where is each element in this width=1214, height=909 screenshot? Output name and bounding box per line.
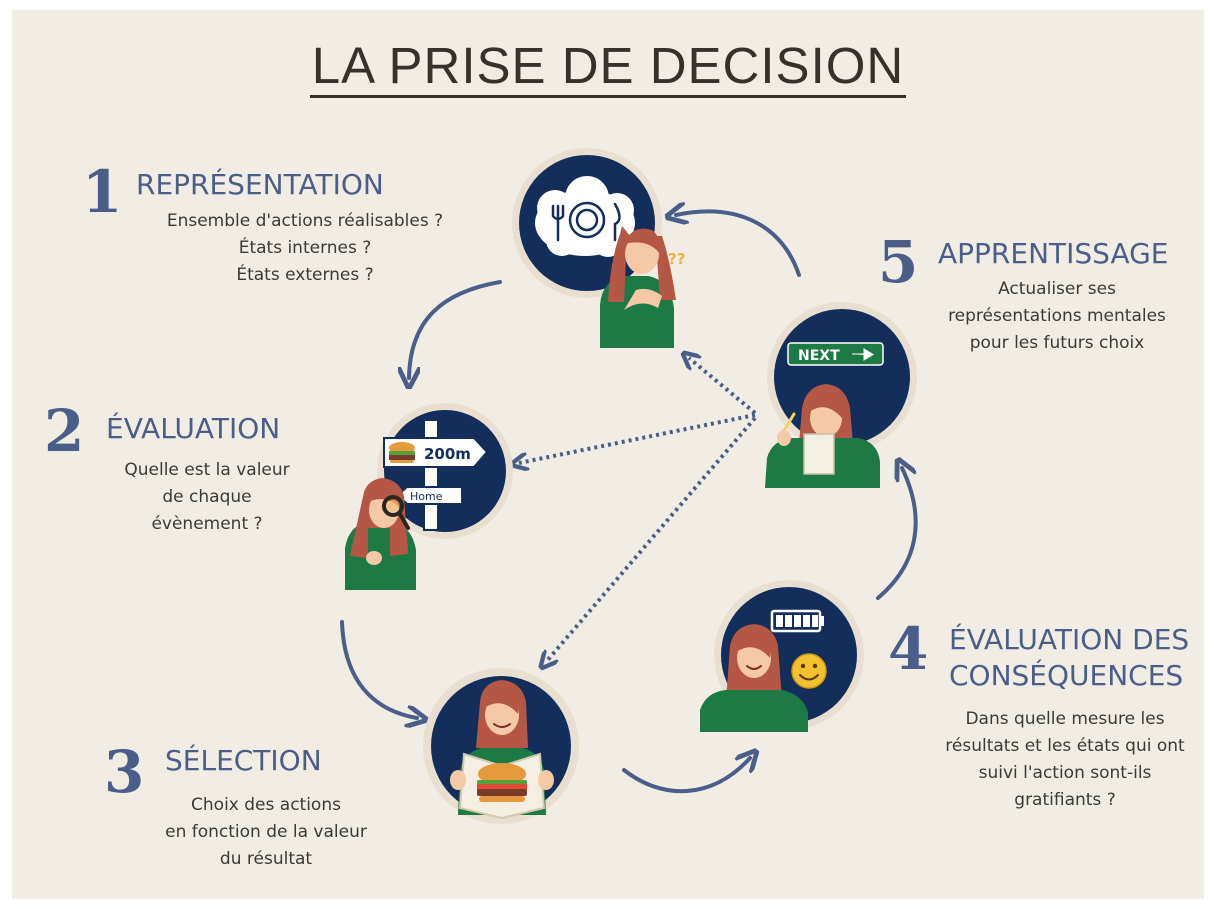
page-title: LA PRISE DE DECISION	[12, 36, 1204, 98]
magnifying-girl-icon	[345, 478, 416, 590]
feedback-arrow-to-2	[519, 413, 756, 463]
step-3-heading: SÉLECTION	[165, 744, 322, 777]
feedback-arrow-to-1	[689, 358, 757, 415]
cycle-arrows	[340, 211, 918, 794]
step-5-line: pour les futurs choix	[969, 333, 1145, 353]
step-4-line: suivi l'action sont-ils	[978, 763, 1152, 783]
step-4-description: Dans quelle mesure les résultats et les …	[934, 706, 1196, 814]
step-4-heading-line: ÉVALUATION DES	[949, 623, 1190, 656]
signpost-home-label: Home	[410, 490, 443, 503]
step-4-line: résultats et les états qui ont	[945, 736, 1185, 756]
step-4-heading-line: CONSÉQUENCES	[949, 659, 1184, 692]
thought-cloud-icon	[535, 176, 635, 257]
selection-illustration	[423, 668, 579, 824]
infographic-poster: LA PRISE DE DECISION 1 REPRÉSENTATION En…	[12, 10, 1204, 899]
step-1-line: Ensemble d'actions réalisables ?	[166, 211, 444, 231]
consequences-illustration	[700, 580, 864, 732]
burger-icon	[477, 763, 527, 802]
step-5-number: 5	[878, 228, 919, 296]
learning-illustration: NEXT	[765, 302, 917, 488]
step-1-number: 1	[82, 158, 123, 226]
arrow-5-to-1	[676, 211, 801, 277]
step-3-line: du résultat	[219, 849, 313, 869]
arrow-2-to-3	[340, 620, 417, 718]
arrow-3-to-4	[622, 758, 750, 794]
thinking-girl-icon	[600, 226, 676, 348]
battery-full-icon	[770, 609, 824, 633]
step-3-number: 3	[104, 738, 145, 806]
step-4-line: gratifiants ?	[1014, 790, 1116, 810]
feedback-arrows	[519, 358, 757, 662]
step-3-line: en fonction de la valeur	[165, 822, 367, 842]
signpost-distance-label: 200m	[424, 445, 471, 463]
happy-girl-icon	[700, 624, 808, 732]
step-2-line: Quelle est la valeur	[124, 460, 290, 480]
step-1-description: Ensemble d'actions réalisables ? États i…	[142, 208, 468, 289]
step-5-line: Actualiser ses	[998, 279, 1116, 299]
smiley-icon	[791, 653, 827, 689]
representation-illustration: ??	[512, 148, 685, 348]
step-2-description: Quelle est la valeur de chaque évènement…	[92, 457, 322, 538]
step-1-heading: REPRÉSENTATION	[136, 168, 384, 201]
step-2-line: de chaque	[162, 487, 252, 507]
step-5-description: Actualiser ses représentations mentales …	[927, 276, 1187, 357]
arrow-4-to-5	[876, 468, 918, 600]
step-5-heading: APPRENTISSAGE	[938, 237, 1169, 270]
question-marks-icon: ??	[668, 250, 685, 268]
burger-sign-icon	[389, 442, 415, 463]
next-sign-icon: NEXT	[787, 342, 884, 366]
diagram-canvas: ?? 200m Home	[340, 148, 918, 824]
step-2-number: 2	[44, 397, 85, 465]
evaluation-illustration: 200m Home	[345, 403, 513, 590]
step-4-number: 4	[888, 615, 929, 683]
step-4-heading: ÉVALUATION DES CONSÉQUENCES	[949, 622, 1189, 694]
step-1-line: États externes ?	[236, 265, 374, 285]
plate-icon	[551, 201, 621, 242]
girl-with-notepad-icon	[765, 384, 880, 488]
step-2-line: évènement ?	[151, 514, 263, 534]
next-sign-label: NEXT	[798, 348, 840, 364]
step-3-description: Choix des actions en fonction de la vale…	[142, 792, 390, 873]
arrow-1-to-2	[409, 280, 502, 378]
step-3-line: Choix des actions	[191, 795, 341, 815]
step-1-line: États internes ?	[238, 238, 372, 258]
step-5-line: représentations mentales	[948, 306, 1166, 326]
step-4-line: Dans quelle mesure les	[965, 709, 1165, 729]
signpost-icon: 200m Home	[383, 419, 489, 531]
feedback-arrow-to-3	[546, 416, 757, 662]
step-2-heading: ÉVALUATION	[106, 412, 281, 445]
